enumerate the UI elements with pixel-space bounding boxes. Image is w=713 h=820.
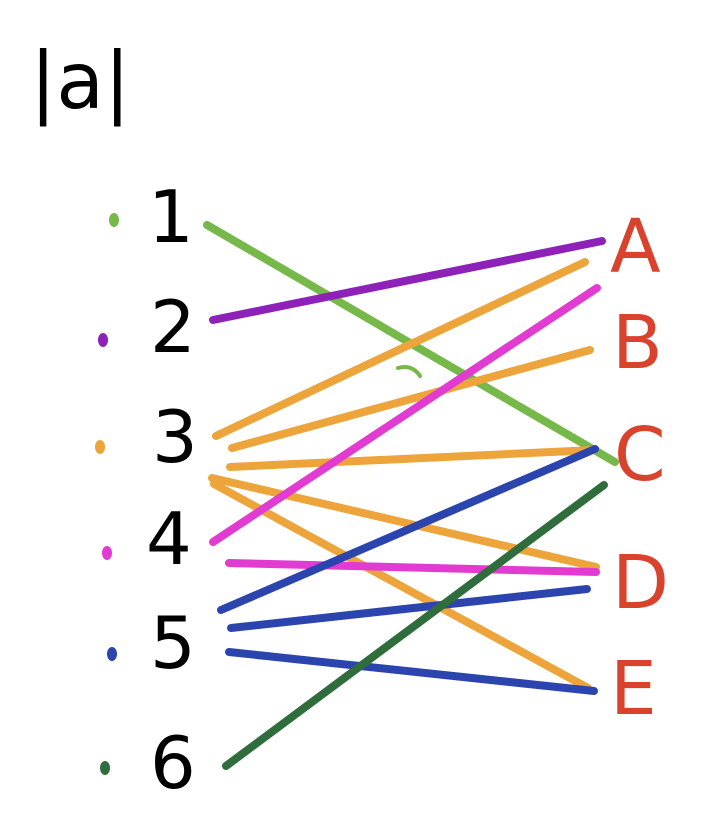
left-dot-5 bbox=[107, 647, 117, 661]
edge-6-c bbox=[222, 481, 608, 770]
right-node-label-b: B bbox=[612, 300, 663, 386]
right-node-label-d: D bbox=[612, 540, 669, 626]
edge-3-a bbox=[212, 258, 589, 440]
edge-3-c bbox=[226, 446, 598, 471]
edge-2-a bbox=[209, 237, 606, 324]
left-dot-6 bbox=[100, 761, 110, 775]
left-node-label-3: 3 bbox=[152, 395, 198, 479]
edge-3-e bbox=[210, 480, 592, 692]
crossing-hop-mark bbox=[396, 365, 422, 378]
left-node-label-5: 5 bbox=[150, 601, 196, 685]
left-node-label-4: 4 bbox=[146, 497, 192, 581]
edge-3-d bbox=[208, 474, 600, 571]
left-node-label-2: 2 bbox=[150, 285, 196, 369]
left-dots-layer bbox=[95, 213, 119, 775]
edge-5-e bbox=[225, 648, 598, 695]
edge-5-c bbox=[217, 445, 599, 614]
left-node-label-1: 1 bbox=[148, 175, 194, 259]
left-node-label-6: 6 bbox=[150, 721, 196, 805]
left-dot-2 bbox=[98, 333, 108, 347]
left-dot-3 bbox=[95, 440, 105, 454]
right-node-label-c: C bbox=[614, 412, 666, 498]
edge-3-b bbox=[228, 346, 594, 452]
left-dot-1 bbox=[109, 213, 119, 227]
right-node-label-a: A bbox=[610, 204, 661, 290]
edges-layer bbox=[203, 221, 619, 770]
right-node-label-e: E bbox=[610, 646, 657, 732]
edge-5-d bbox=[227, 585, 591, 632]
diagram-title: |a| bbox=[30, 37, 130, 127]
left-labels-layer: 1 2 3 4 5 6 bbox=[146, 175, 198, 805]
left-dot-4 bbox=[102, 546, 112, 560]
edge-4-a bbox=[209, 284, 601, 546]
edge-4-d bbox=[225, 559, 600, 576]
